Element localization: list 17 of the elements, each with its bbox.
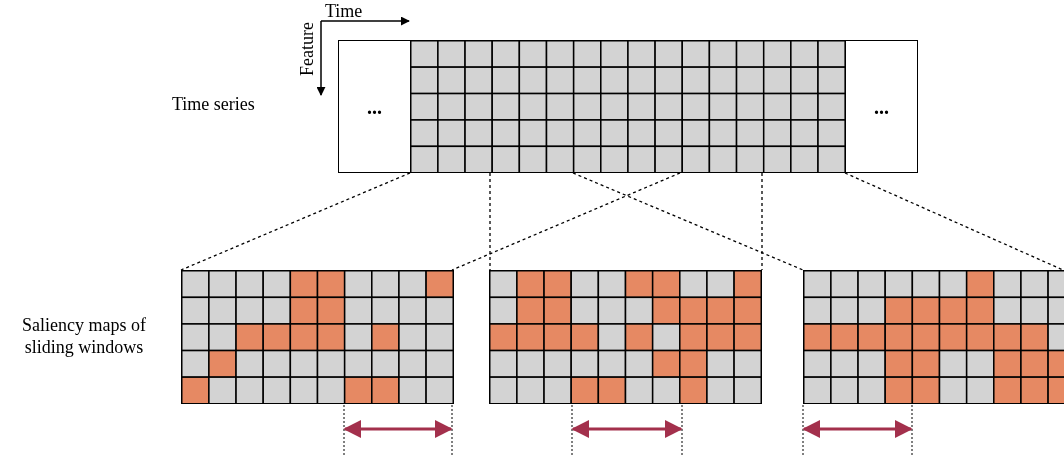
dashed-guide-line xyxy=(761,172,763,271)
ellipsis-box xyxy=(338,40,411,173)
dashed-guide-line xyxy=(451,172,681,271)
saliency-map-grid xyxy=(803,270,1064,404)
time-series-grid xyxy=(410,40,846,173)
ellipsis: ... xyxy=(367,96,382,117)
ellipsis-box xyxy=(845,40,918,173)
row-label: Time series xyxy=(172,94,256,116)
ellipsis: ... xyxy=(874,96,889,117)
axis-label: Time xyxy=(325,1,364,23)
dashed-guide-line xyxy=(180,172,411,271)
dashed-guide-line xyxy=(572,172,804,271)
dashed-guide-line xyxy=(844,172,1064,271)
row-label: Saliency maps of sliding windows xyxy=(21,315,147,359)
saliency-map-grid xyxy=(489,270,762,404)
saliency-map-grid xyxy=(181,270,454,404)
axis-label: Feature xyxy=(297,22,318,76)
